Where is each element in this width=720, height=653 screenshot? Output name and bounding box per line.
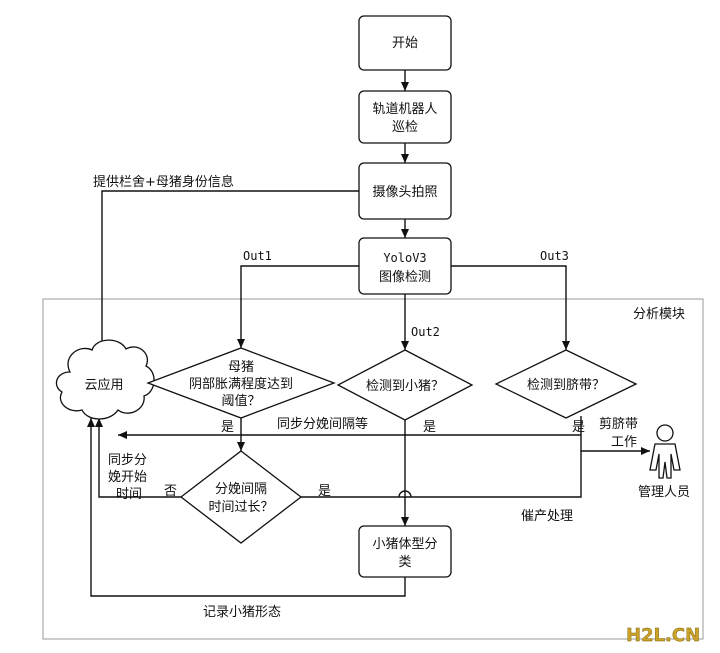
sync-interval-label: 同步分娩间隔等 [277,416,368,432]
interval-yes-label: 是 [318,484,331,499]
arrow-record [87,418,406,597]
manager-text: 管理人员 [638,485,690,500]
out1-label: Out1 [243,249,272,263]
patrol-text-2: 巡检 [392,120,418,135]
induce-label: 催产处理 [521,509,573,524]
sow-text-2: 阴部胀满程度达到 [189,376,293,392]
interval-text-2: 时间过长？ [208,500,273,515]
analysis-module-frame [42,298,704,640]
out2-label: Out2 [411,325,440,339]
sync-start-label-1: 同步分 [108,453,147,468]
manager-person-icon [649,424,681,479]
record-label: 记录小猪形态 [203,605,281,620]
line-hop [398,490,412,498]
sync-start-label-2: 娩开始 [108,470,147,485]
umbilical-yes-label: 是 [572,420,585,435]
analysis-module-label: 分析模块 [633,307,685,322]
sow-yes-label: 是 [221,420,234,435]
sow-decision [146,347,336,419]
arrow-out3 [451,265,570,350]
start-text: 开始 [392,36,418,51]
interval-decision [179,450,303,544]
camera-text: 摄像头拍照 [372,185,437,200]
cut-label-1: 剪脐带 [599,416,638,432]
arrow-interval-no [95,418,181,498]
sow-text-1: 母猪 [228,360,254,375]
piglet-decision [336,349,474,421]
camera-node [358,162,452,220]
cloud-text: 云应用 [84,377,123,393]
interval-no-label: 否 [164,484,177,499]
cloud-node [55,339,155,420]
classify-text-2: 类 [398,555,411,570]
arrow-camera-to-cloud [98,190,359,352]
line-interval-yes [301,451,582,498]
cut-label-2: 工作 [611,435,637,450]
sow-text-3: 阈值？ [221,393,260,409]
yolo-node [358,237,452,295]
watermark-logo: H2L.CN [626,625,700,646]
start-node [358,15,452,71]
arrow-out1 [237,265,359,348]
classify-text-1: 小猪体型分 [372,537,437,552]
provide-info-label: 提供栏舍+母猪身份信息 [93,174,234,190]
yolo-text-2: 图像检测 [379,270,431,285]
piglet-yes-label: 是 [423,420,436,435]
umbilical-text: 检测到脐带？ [527,378,605,393]
classify-node [358,525,452,578]
out3-label: Out3 [540,249,569,263]
umbilical-decision [494,349,638,419]
interval-text-1: 分娩间隔 [215,482,267,497]
sync-start-label-3: 时间 [116,487,142,502]
patrol-node [358,90,452,144]
patrol-text-1: 轨道机器人 [372,102,437,117]
yolo-text-1: YoloV3 [383,251,426,265]
piglet-text: 检测到小猪？ [366,379,444,394]
